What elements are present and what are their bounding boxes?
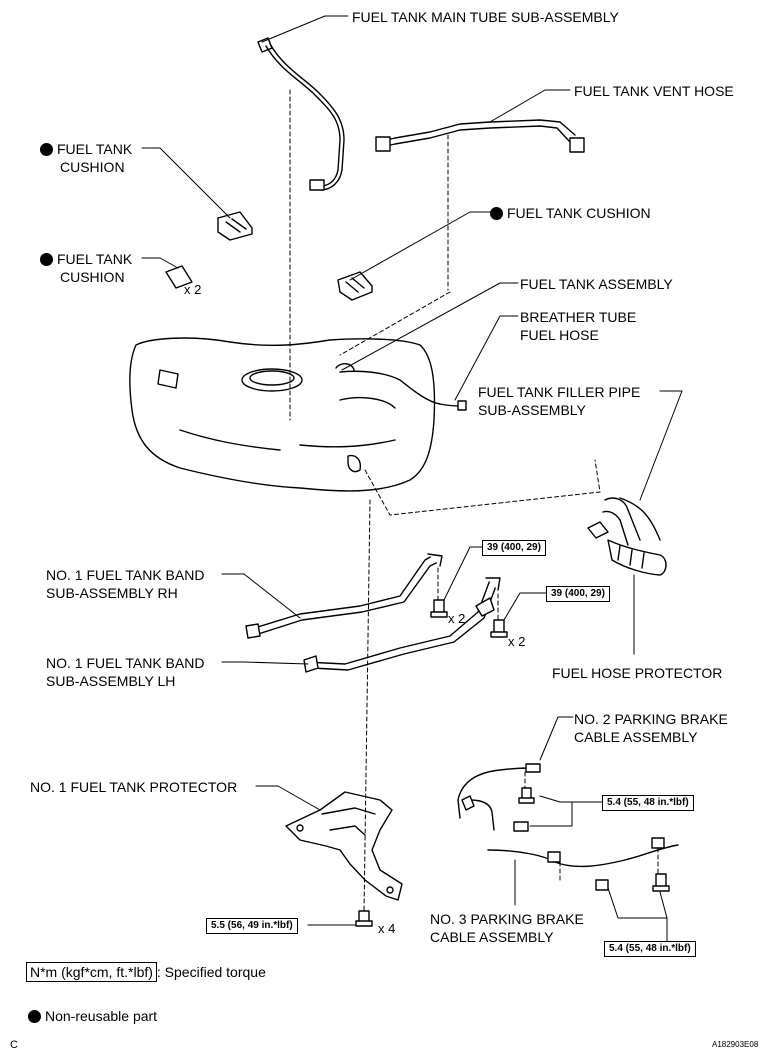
legend-non-reusable: Non-reusable part <box>28 1007 157 1025</box>
fuel-tank-protector <box>285 791 403 901</box>
parking-brake-cable-no3 <box>487 837 679 892</box>
figure-id: A182903E08 <box>712 1040 759 1049</box>
band-rh-bolt <box>430 599 448 618</box>
fuel-tank-band-lh <box>303 577 501 673</box>
label-tank-assembly: FUEL TANK ASSEMBLY <box>520 276 673 292</box>
assembly-lines <box>289 89 659 913</box>
fuel-tank-cushion-1 <box>217 211 253 241</box>
fuel-tank-vent-hose <box>375 119 585 153</box>
parking-brake-cable-no2 <box>457 763 541 832</box>
torque-protector: 5.5 (56, 49 in.*lbf) <box>206 918 298 934</box>
corner-letter: C <box>10 1039 18 1051</box>
non-reusable-dot-icon <box>28 1010 41 1023</box>
label-vent-hose: FUEL TANK VENT HOSE <box>574 83 734 99</box>
fuel-tank-filler-pipe <box>602 497 661 546</box>
label-hose-protector: FUEL HOSE PROTECTOR <box>552 665 723 681</box>
non-reusable-dot-icon <box>490 207 503 220</box>
non-reusable-dot-icon <box>40 253 53 266</box>
fuel-tank <box>129 337 436 492</box>
label-tank-protector: NO. 1 FUEL TANK PROTECTOR <box>30 779 238 795</box>
label-breather-tube: BREATHER TUBE FUEL HOSE <box>520 309 637 343</box>
label-band-lh: NO. 1 FUEL TANK BAND SUB-ASSEMBLY LH <box>46 655 205 689</box>
fuel-hose-protector <box>587 521 667 576</box>
label-band-rh: NO. 1 FUEL TANK BAND SUB-ASSEMBLY RH <box>46 567 205 601</box>
label-cable-no2: NO. 2 PARKING BRAKE CABLE ASSEMBLY <box>574 711 728 745</box>
legend-torque: N*m (kgf*cm, ft.*lbf): Specified torque <box>26 962 266 982</box>
torque-cable-no2: 5.4 (55, 48 in.*lbf) <box>602 795 694 811</box>
cushion-3-qty: x 2 <box>184 282 202 297</box>
qty-band-lh-bolts: x 2 <box>508 634 526 649</box>
label-main-tube: FUEL TANK MAIN TUBE SUB-ASSEMBLY <box>352 9 619 25</box>
torque-band-lh: 39 (400, 29) <box>546 586 610 602</box>
qty-band-rh-bolts: x 2 <box>448 611 466 626</box>
non-reusable-dot-icon <box>40 143 53 156</box>
label-cushion-1: FUEL TANK CUSHION <box>40 140 132 176</box>
band-lh-bolt <box>490 619 508 638</box>
fuel-tank-cushion-3 <box>165 265 193 289</box>
breather-tube-fuel-hose <box>339 370 461 407</box>
label-cushion-3: FUEL TANK CUSHION <box>40 250 132 286</box>
fuel-tank-cushion-2 <box>337 271 373 301</box>
torque-band-rh: 39 (400, 29) <box>482 540 546 556</box>
label-filler-pipe: FUEL TANK FILLER PIPE SUB-ASSEMBLY <box>478 384 641 418</box>
fuel-tank-band-rh <box>245 553 443 639</box>
fuel-tank-main-tube <box>257 37 345 191</box>
legend-torque-unit: N*m (kgf*cm, ft.*lbf) <box>26 962 157 982</box>
torque-cable-no3: 5.4 (55, 48 in.*lbf) <box>604 941 696 957</box>
protector-bolt <box>355 910 373 927</box>
qty-protector-bolts: x 4 <box>378 921 396 936</box>
leader-lines <box>141 15 683 942</box>
label-cushion-2: FUEL TANK CUSHION <box>490 204 651 222</box>
label-cable-no3: NO. 3 PARKING BRAKE CABLE ASSEMBLY <box>430 911 584 945</box>
